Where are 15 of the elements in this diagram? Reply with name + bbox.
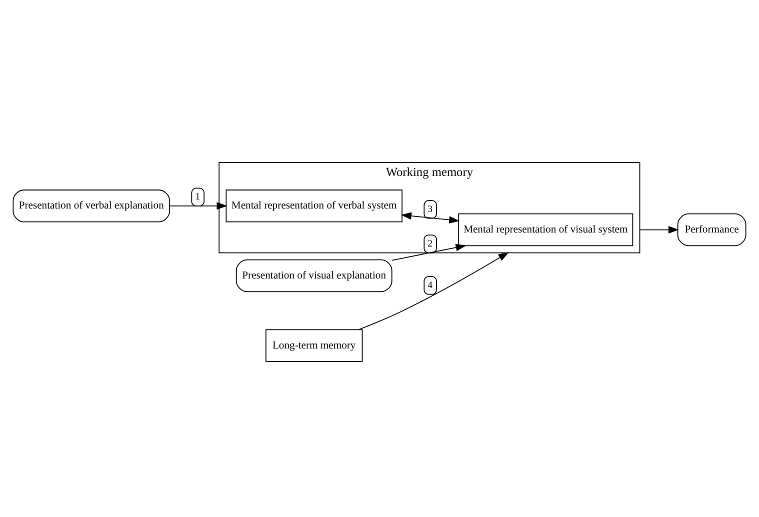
arrow <box>400 212 460 224</box>
edge-label: 4 <box>428 280 433 291</box>
node-box: Mental representation of verbal system <box>226 190 402 222</box>
arrow <box>169 202 228 210</box>
node-box: Presentation of visual explanation <box>236 259 392 292</box>
node-box: Mental representation of visual system <box>458 213 634 246</box>
node-box: Performance <box>677 213 746 246</box>
edge-label: 3 <box>428 204 433 215</box>
arrow <box>358 252 509 330</box>
node-box: Long-term memory <box>265 329 363 362</box>
arrow <box>392 244 466 261</box>
edge-label: 2 <box>428 238 433 250</box>
edge-label: 1 <box>195 192 200 203</box>
arrow <box>639 226 680 234</box>
node-box: Presentation of verbal explanation <box>12 190 170 222</box>
